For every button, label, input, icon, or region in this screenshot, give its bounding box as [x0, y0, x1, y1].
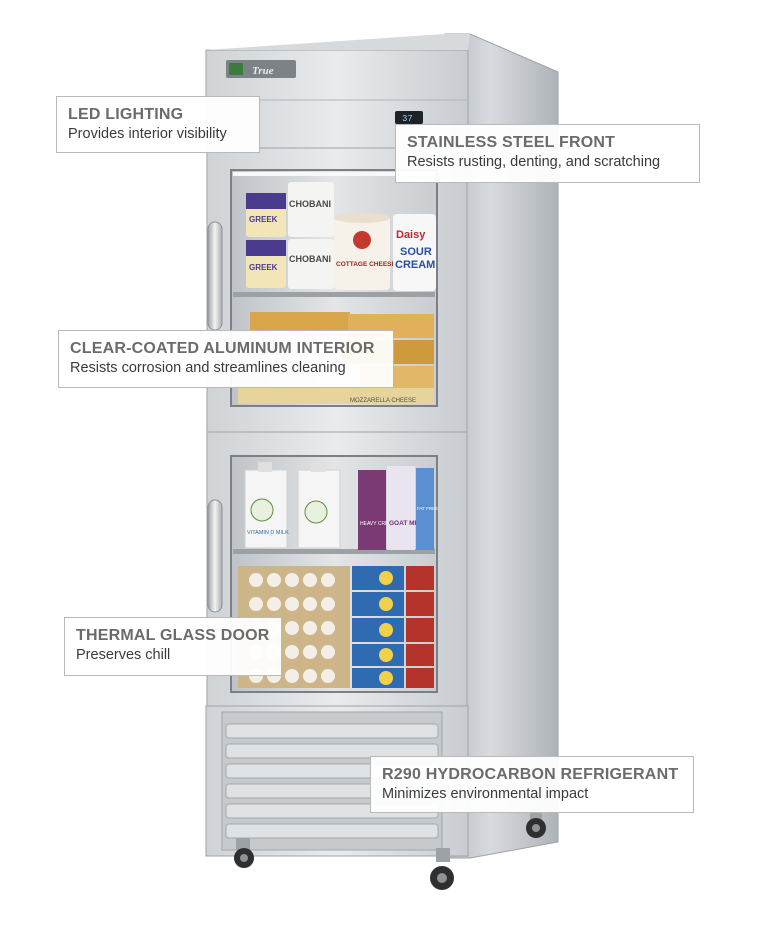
callout-title: LED LIGHTING — [68, 106, 184, 123]
temperature-readout: 37 — [402, 114, 413, 124]
milk-cartons: HEAVY CREAM GOAT MILK FAT FREE — [358, 466, 438, 550]
cheese-packs: MOZZARELLA CHEESE — [238, 312, 434, 404]
svg-text:FAT FREE: FAT FREE — [417, 506, 438, 511]
led-light-strip — [233, 172, 435, 176]
svg-text:Daisy: Daisy — [396, 229, 426, 241]
callout-aluminum-interior: CLEAR-COATED ALUMINUM INTERIOR Resists c… — [58, 330, 394, 388]
callout-description: Minimizes environmental impact — [382, 786, 589, 802]
callout-refrigerant: R290 HYDROCARBON REFRIGERANT Minimizes e… — [370, 756, 694, 813]
svg-text:VITAMIN D MILK: VITAMIN D MILK — [247, 530, 289, 536]
svg-text:HEAVY CREAM: HEAVY CREAM — [360, 521, 396, 527]
svg-text:SOUR: SOUR — [400, 246, 432, 258]
cottage-cheese-tub: COTTAGE CHEESE — [334, 213, 396, 290]
sour-cream-tub: Daisy SOUR CREAM — [393, 214, 436, 291]
svg-text:GREEK: GREEK — [249, 215, 278, 224]
callout-stainless-steel-front: STAINLESS STEEL FRONT Resists rusting, d… — [395, 124, 700, 183]
callout-description: Preserves chill — [76, 647, 171, 663]
svg-text:CREAM: CREAM — [395, 259, 435, 271]
callout-title: THERMAL GLASS DOOR — [76, 627, 270, 644]
callout-title: CLEAR-COATED ALUMINUM INTERIOR — [70, 340, 375, 357]
svg-text:CHOBANI: CHOBANI — [289, 254, 331, 264]
lower-glass-door[interactable]: VITAMIN D MILK HEAVY CREAM GOAT MILK FAT… — [206, 431, 468, 725]
svg-text:GREEK: GREEK — [249, 263, 278, 272]
temperature-display — [395, 111, 423, 124]
callout-title: STAINLESS STEEL FRONT — [407, 134, 616, 151]
callout-led-lighting: LED LIGHTING Provides interior visibilit… — [56, 96, 260, 153]
callout-description: Provides interior visibility — [68, 126, 227, 142]
butter-boxes — [352, 566, 434, 688]
lower-door-handle[interactable] — [207, 499, 223, 613]
svg-text:MOZZARELLA CHEESE: MOZZARELLA CHEESE — [350, 398, 416, 404]
callout-thermal-glass-door: THERMAL GLASS DOOR Preserves chill — [64, 617, 282, 676]
callout-description: Resists corrosion and streamlines cleani… — [70, 360, 346, 376]
callout-description: Resists rusting, denting, and scratching — [407, 154, 661, 170]
svg-text:COTTAGE CHEESE: COTTAGE CHEESE — [336, 261, 396, 268]
yogurt-cups: GREEK GREEK CHOBANI CHOBANI — [246, 182, 334, 289]
brand-logo: True — [252, 65, 274, 77]
svg-text:CHOBANI: CHOBANI — [289, 199, 331, 209]
wire-shelf — [233, 292, 435, 297]
milk-jugs: VITAMIN D MILK — [244, 462, 341, 549]
upper-door-handle[interactable] — [207, 221, 223, 331]
svg-text:GOAT MILK: GOAT MILK — [389, 520, 425, 527]
caster-wheels — [234, 808, 546, 890]
callout-title: R290 HYDROCARBON REFRIGERANT — [382, 766, 679, 783]
wire-shelf-lower — [233, 549, 435, 554]
upper-glass-door[interactable]: GREEK GREEK CHOBANI CHOBANI COTTAGE CHEE… — [206, 147, 468, 433]
